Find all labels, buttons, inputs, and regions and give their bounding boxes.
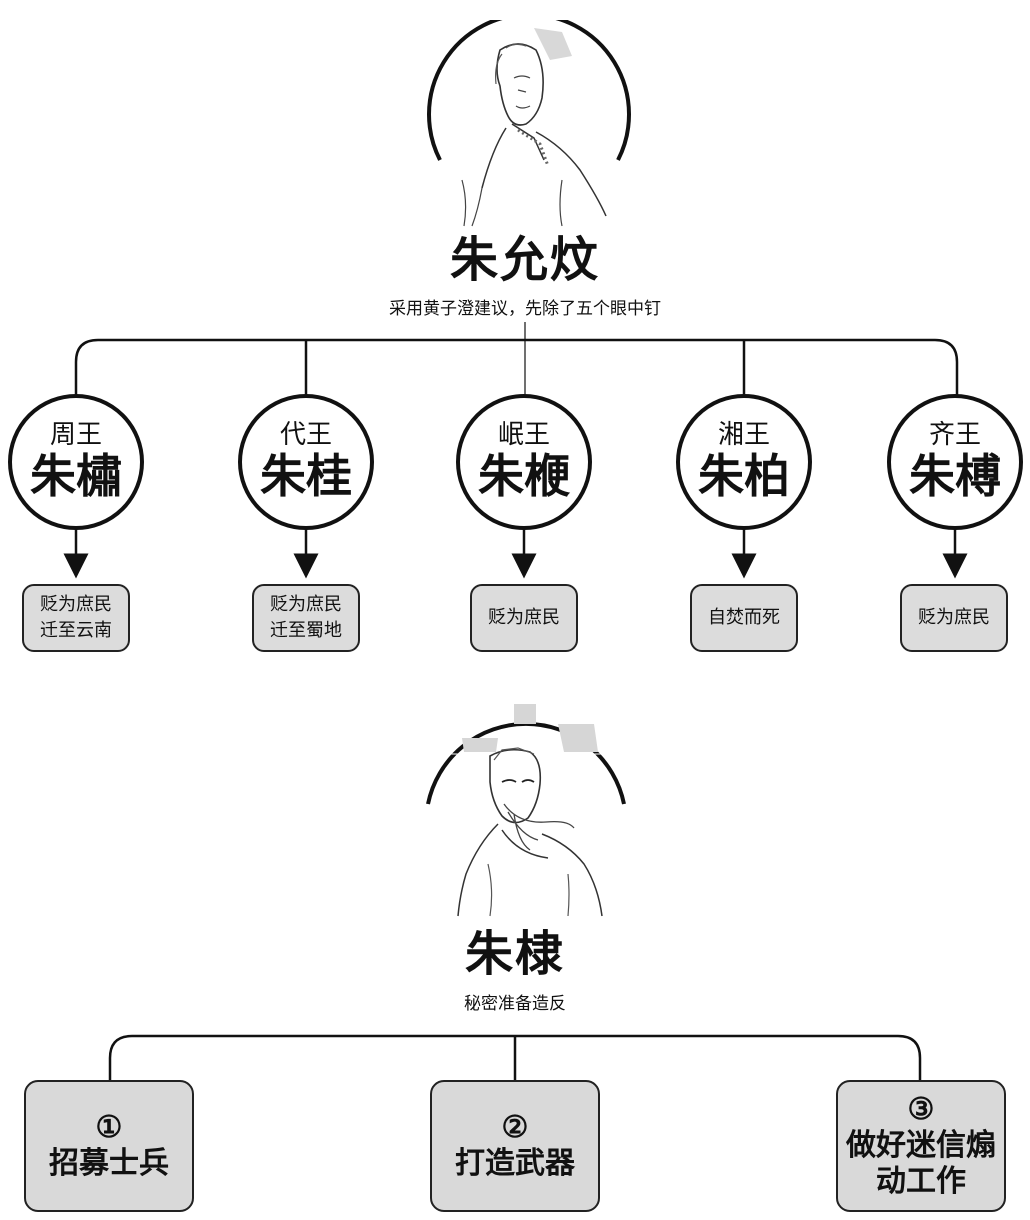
plan-text: 打造武器 — [455, 1146, 575, 1181]
top-branch-line — [74, 338, 959, 400]
fate-line: 自焚而死 — [708, 607, 780, 628]
prince-title: 岷王 — [497, 420, 550, 450]
fate-line: 贬为庶民 — [488, 607, 560, 628]
plan-box-make-weapons: ② 打造武器 — [430, 1080, 600, 1212]
prince-name: 朱橚 — [30, 449, 122, 503]
ruler-name-zhu-di: 朱棣 — [464, 926, 565, 982]
fate-box-zhou: 贬为庶民 迁至云南 — [22, 584, 130, 652]
fate-box-dai: 贬为庶民 迁至蜀地 — [252, 584, 360, 652]
fate-line: 贬为庶民 — [270, 594, 342, 615]
plan-text: 做好迷信煽 — [846, 1128, 996, 1163]
fate-box-min: 贬为庶民 — [470, 584, 578, 652]
prince-circle-dai: 代王 朱桂 — [238, 394, 374, 530]
plan-text: 动工作 — [876, 1164, 966, 1199]
prince-name: 朱楩 — [478, 449, 570, 503]
prince-name: 朱柏 — [698, 449, 790, 503]
fate-box-qi: 贬为庶民 — [900, 584, 1008, 652]
plan-number: ③ — [907, 1092, 935, 1127]
fate-box-xiang: 自焚而死 — [690, 584, 798, 652]
prince-circle-qi: 齐王 朱榑 — [887, 394, 1023, 530]
ruler-name-zhu-yunwen: 朱允炆 — [449, 232, 600, 288]
plan-number: ② — [501, 1110, 529, 1145]
zhu-yunwen-portrait — [427, 20, 631, 227]
plan-box-superstition-work: ③ 做好迷信煽 动工作 — [836, 1080, 1006, 1212]
plan-box-recruit-soldiers: ① 招募士兵 — [24, 1080, 194, 1212]
prince-circle-min: 岷王 朱楩 — [456, 394, 592, 530]
fate-line: 贬为庶民 — [918, 607, 990, 628]
prince-title: 代王 — [279, 420, 332, 450]
prince-title: 湘王 — [717, 420, 770, 450]
ruler-subtitle-zhu-di: 秘密准备造反 — [464, 994, 566, 1014]
prince-circle-zhou: 周王 朱橚 — [8, 394, 144, 530]
prince-name: 朱榑 — [909, 449, 1001, 503]
fate-line: 贬为庶民 — [40, 594, 112, 615]
prince-title: 齐王 — [928, 420, 981, 450]
prince-title: 周王 — [49, 420, 102, 450]
plan-number: ① — [95, 1110, 123, 1145]
zhu-di-portrait — [426, 704, 626, 917]
fate-line: 迁至蜀地 — [270, 620, 342, 641]
prince-name: 朱桂 — [260, 449, 352, 503]
ruler-subtitle-zhu-yunwen: 采用黄子澄建议，先除了五个眼中钉 — [389, 299, 661, 319]
fate-line: 迁至云南 — [40, 620, 112, 641]
plan-text: 招募士兵 — [49, 1146, 169, 1181]
prince-circle-xiang: 湘王 朱柏 — [676, 394, 812, 530]
